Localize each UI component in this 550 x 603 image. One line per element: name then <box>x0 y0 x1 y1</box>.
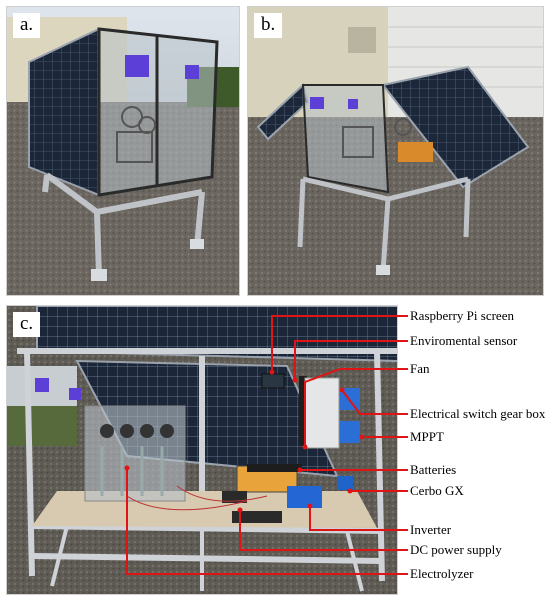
leader-dc-power-supply <box>239 512 408 551</box>
photo-b-open-station <box>248 7 543 295</box>
callout-electrolyzer: Electrolyzer <box>410 566 474 581</box>
callout-mppt: MPPT <box>410 429 444 444</box>
callout-dc-power-supply: DC power supply <box>410 542 502 557</box>
callout-electrical-switch-gear-box: Electrical switch gear box <box>410 406 546 421</box>
leader-electrical-switch-gear-box <box>341 389 408 415</box>
callout-enviromental-sensor: Enviromental sensor <box>410 333 518 348</box>
callout-inverter: Inverter <box>410 522 452 537</box>
callout-cerbo-gx: Cerbo GX <box>410 483 464 498</box>
panel-label-b: b. <box>254 13 283 38</box>
photo-c-components <box>7 306 397 594</box>
panel-label-c: c. <box>13 312 41 337</box>
photo-panel-c: c. <box>6 305 398 595</box>
callout-batteries: Batteries <box>410 462 457 477</box>
photo-panel-b: b. <box>247 6 544 296</box>
leader-enviromental-sensor <box>294 340 408 378</box>
leader-raspberry-pi-screen <box>271 315 408 370</box>
panel-label-a: a. <box>13 13 41 38</box>
photo-panel-a: a. <box>6 6 240 296</box>
leader-fan <box>304 368 408 445</box>
leader-electrolyzer <box>126 470 408 575</box>
callout-raspberry-pi-screen: Raspberry Pi screen <box>410 308 514 323</box>
leader-inverter <box>309 508 408 531</box>
callout-fan: Fan <box>410 361 430 376</box>
photo-a-enclosed-station <box>7 7 239 295</box>
